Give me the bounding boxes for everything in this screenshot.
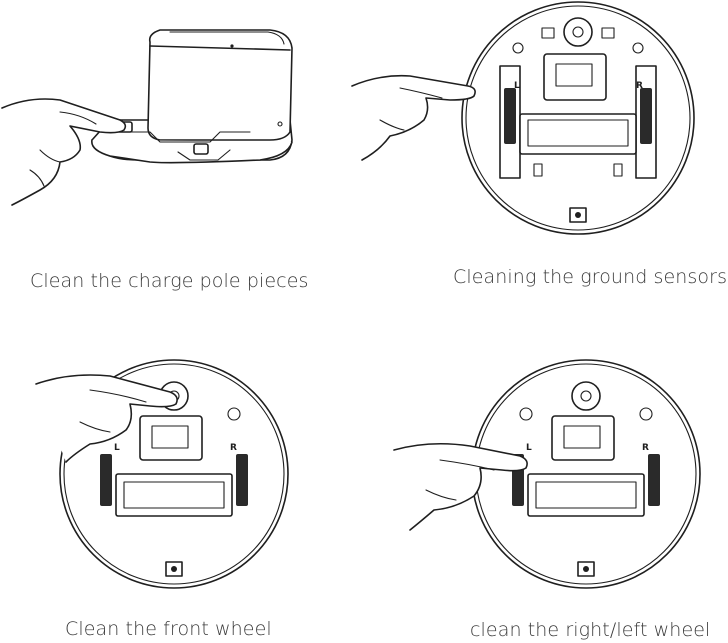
robot-underside-front-wheel: L R xyxy=(30,350,300,600)
left-side-label: L xyxy=(526,443,532,453)
right-side-label: R xyxy=(230,443,237,453)
robot-underside-sensors: L R xyxy=(350,0,728,240)
left-side-label: L xyxy=(514,81,520,91)
caption-charge-pole: Clean the charge pole pieces xyxy=(30,270,309,292)
right-side-label: R xyxy=(642,443,649,453)
left-side-label: L xyxy=(114,443,120,453)
right-side-label: R xyxy=(636,81,643,91)
robot-underside-side-wheel: L R xyxy=(390,350,728,600)
caption-front-wheel: Clean the front wheel xyxy=(65,618,272,640)
caption-side-wheel: clean the right/left wheel xyxy=(470,619,711,641)
caption-ground-sensors: Cleaning the ground sensors xyxy=(453,266,728,288)
charging-dock-illustration xyxy=(0,0,320,230)
